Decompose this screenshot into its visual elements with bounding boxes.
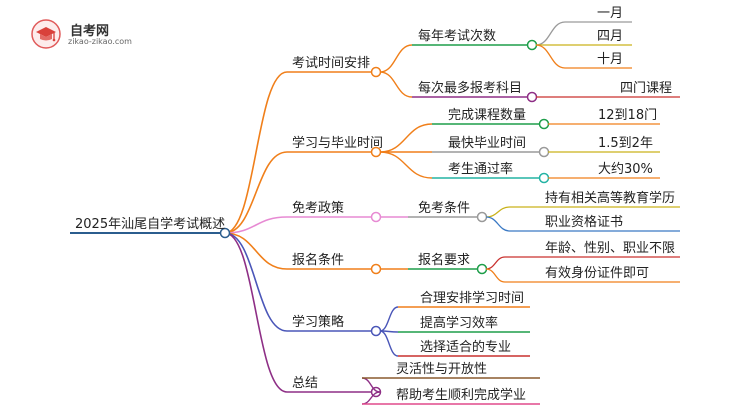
branch-label: 学习与毕业时间	[292, 136, 384, 151]
branch-connector	[224, 216, 288, 234]
subbranch-toggle[interactable]	[538, 146, 550, 158]
leaf-connector	[535, 21, 566, 46]
subbranch-label: 灵活性与开放性	[396, 362, 488, 377]
site-logo: 自考网 zikao-zikao.com	[30, 18, 150, 50]
branch-connector	[224, 71, 288, 234]
root-node-label: 2025年汕尾自学考试概述	[75, 217, 226, 232]
subbranch-label: 考生通过率	[448, 162, 514, 177]
leaf-connector	[485, 216, 511, 232]
leaf-label: 12到18门	[598, 108, 658, 123]
branch-toggle[interactable]	[370, 211, 382, 223]
subbranch-connector	[379, 330, 399, 357]
leaf-label: 十月	[597, 52, 624, 67]
leaf-label: 年龄、性别、职业不限	[545, 241, 676, 256]
branch-toggle[interactable]	[370, 66, 382, 78]
leaf-label: 1.5到2年	[598, 136, 653, 151]
leaf-label: 有效身份证件即可	[545, 266, 650, 281]
leaf-label: 四月	[597, 29, 624, 44]
leaf-label: 大约30%	[598, 162, 653, 177]
subbranch-label: 最快毕业时间	[448, 136, 527, 151]
leaf-connector	[535, 44, 566, 69]
subbranch-label: 每次最多报考科目	[418, 81, 523, 96]
subbranch-label: 提高学习效率	[420, 316, 499, 331]
leaf-connector	[485, 256, 506, 270]
root-toggle[interactable]	[219, 227, 231, 239]
branch-connector	[224, 232, 288, 270]
subbranch-toggle[interactable]	[476, 263, 488, 275]
subbranch-toggle[interactable]	[526, 91, 538, 103]
subbranch-label: 合理安排学习时间	[420, 291, 525, 306]
branch-connector	[224, 232, 288, 332]
subbranch-label: 免考条件	[418, 201, 471, 216]
branch-label: 报名条件	[292, 253, 345, 268]
subbranch-toggle[interactable]	[526, 39, 538, 51]
leaf-label: 四门课程	[620, 81, 673, 96]
leaf-connector	[485, 206, 511, 218]
subbranch-label: 完成课程数量	[448, 108, 527, 123]
branch-label: 总结	[292, 376, 319, 391]
subbranch-label: 每年考试次数	[418, 29, 497, 44]
leaf-label: 持有相关高等教育学历	[545, 191, 676, 206]
leaf-label: 职业资格证书	[545, 215, 624, 230]
logo-url: zikao-zikao.com	[68, 37, 132, 46]
subbranch-label: 帮助考生顺利完成学业	[396, 388, 527, 403]
leaf-label: 一月	[597, 6, 624, 21]
branch-connector	[224, 232, 288, 393]
subbranch-connector	[379, 44, 413, 73]
subbranch-connector	[379, 151, 433, 179]
subbranch-connector	[379, 306, 399, 332]
leaf-connector	[485, 268, 506, 283]
logo-name: 自考网	[70, 24, 110, 39]
branch-toggle[interactable]	[370, 325, 382, 337]
subbranch-connector	[379, 123, 433, 153]
branch-toggle[interactable]	[370, 263, 382, 275]
branch-label: 考试时间安排	[292, 56, 371, 71]
subbranch-toggle[interactable]	[538, 118, 550, 130]
subbranch-toggle[interactable]	[538, 172, 550, 184]
branch-label: 免考政策	[292, 201, 345, 216]
graduation-cap-icon	[31, 19, 61, 49]
branch-label: 学习策略	[292, 315, 345, 330]
subbranch-label: 报名要求	[418, 253, 471, 268]
subbranch-connector	[379, 71, 413, 98]
branch-connector	[224, 151, 288, 234]
subbranch-label: 选择适合的专业	[420, 340, 512, 355]
subbranch-toggle[interactable]	[476, 211, 488, 223]
